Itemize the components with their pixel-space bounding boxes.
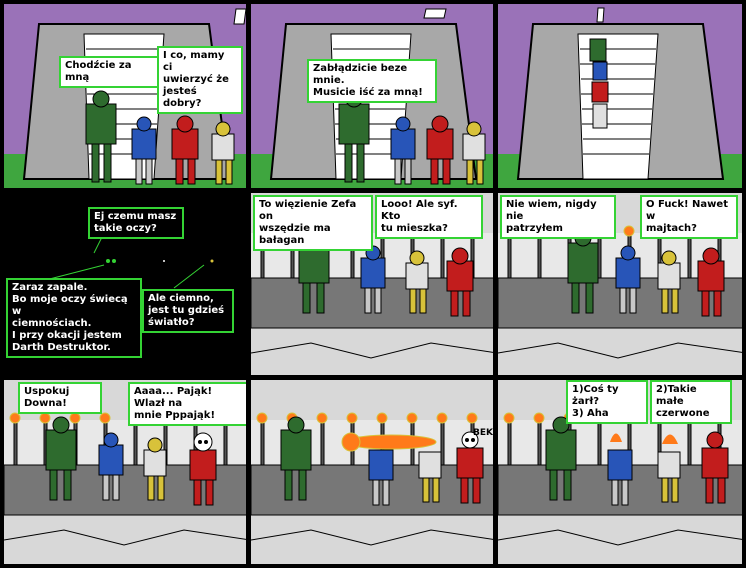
green-robot-figure — [280, 416, 312, 501]
speech-bubble: Aaaa... Pająk! Wlazł na mnie Pppająk! — [128, 382, 246, 426]
yellow-robot-figure — [405, 250, 429, 314]
robots-walking-up-stairs — [589, 38, 609, 129]
panel-9: 1)Coś ty żarł? 3) Aha 2)Takie małe czerw… — [496, 378, 744, 566]
panel-6: Nie wiem, nigdy nie patrzyłem O Fuck! Na… — [496, 191, 744, 377]
panel-2: Zabłądzicie beze mnie. Musicie iść za mn… — [249, 2, 495, 190]
red-robot-figure — [446, 247, 474, 317]
blue-robot-figure — [368, 449, 394, 506]
speech-bubble: Looo! Ale syf. Kto tu mieszka? — [375, 195, 483, 239]
speech-bubble: Nie wiem, nigdy nie patrzyłem — [500, 195, 616, 239]
prison-scene — [4, 412, 246, 546]
green-robot-figure — [545, 416, 577, 501]
yellow-robot-figure — [418, 451, 442, 503]
speech-bubble: Zabłądzicie beze mnie. Musicie iść za mn… — [307, 59, 437, 103]
yellow-robot-figure — [211, 121, 235, 185]
panel-8: BEK — [249, 378, 495, 566]
panel-3 — [496, 2, 744, 190]
red-robot-figure — [701, 431, 729, 504]
green-robot-figure — [338, 90, 370, 183]
green-robot-figure — [45, 416, 77, 501]
red-robot-figure — [456, 431, 484, 504]
red-robot-figure — [697, 247, 725, 317]
blue-robot-figure — [98, 432, 124, 501]
tunnel-scene — [498, 7, 742, 188]
green-robot-figure — [567, 229, 599, 314]
blue-robot-figure — [607, 433, 633, 506]
panel-4: Ej czemu masz takie oczy? Zaraz zapale. … — [2, 191, 248, 377]
yellow-robot-figure — [143, 437, 167, 501]
blue-robot-figure — [360, 245, 386, 314]
fire-blast — [341, 432, 437, 452]
panel-7: Uspokuj Downa! Aaaa... Pająk! Wlazł na m… — [2, 378, 248, 566]
red-robot-figure — [171, 115, 199, 185]
yellow-robot-figure — [657, 434, 681, 503]
speech-bubble: 2)Takie małe czerwone — [650, 380, 732, 424]
yellow-robot-figure — [462, 121, 486, 185]
red-robot-figure — [426, 115, 454, 185]
green-robot-figure — [85, 90, 117, 183]
red-robot-figure — [189, 432, 217, 506]
panel-1: Chodźcie za mną I co, mamy ci uwierzyć ż… — [2, 2, 248, 190]
speech-bubble: Ej czemu masz takie oczy? — [88, 207, 184, 239]
speech-bubble: Ale ciemno, jest tu gdzieś światło? — [142, 289, 234, 333]
speech-bubble: 1)Coś ty żarł? 3) Aha — [566, 380, 648, 424]
prison-scene — [498, 412, 742, 546]
speech-bubble: Zaraz zapale. Bo moje oczy świecą w ciem… — [6, 278, 142, 358]
speech-bubble: To więzienie Zefa on wszędzie ma bałagan — [253, 195, 373, 251]
blue-robot-figure — [131, 116, 157, 185]
panel-5: To więzienie Zefa on wszędzie ma bałagan… — [249, 191, 495, 377]
sound-effect: BEK — [473, 428, 493, 438]
speech-bubble: I co, mamy ci uwierzyć że jesteś dobry? — [157, 46, 243, 114]
blue-robot-figure — [390, 116, 416, 185]
prison-scene — [251, 412, 493, 546]
yellow-robot-figure — [657, 250, 681, 314]
blue-robot-figure — [615, 245, 641, 314]
speech-bubble: Uspokuj Downa! — [18, 382, 102, 414]
speech-bubble: Chodźcie za mną — [59, 56, 159, 88]
speech-bubble: O Fuck! Nawet w majtach? — [640, 195, 738, 239]
